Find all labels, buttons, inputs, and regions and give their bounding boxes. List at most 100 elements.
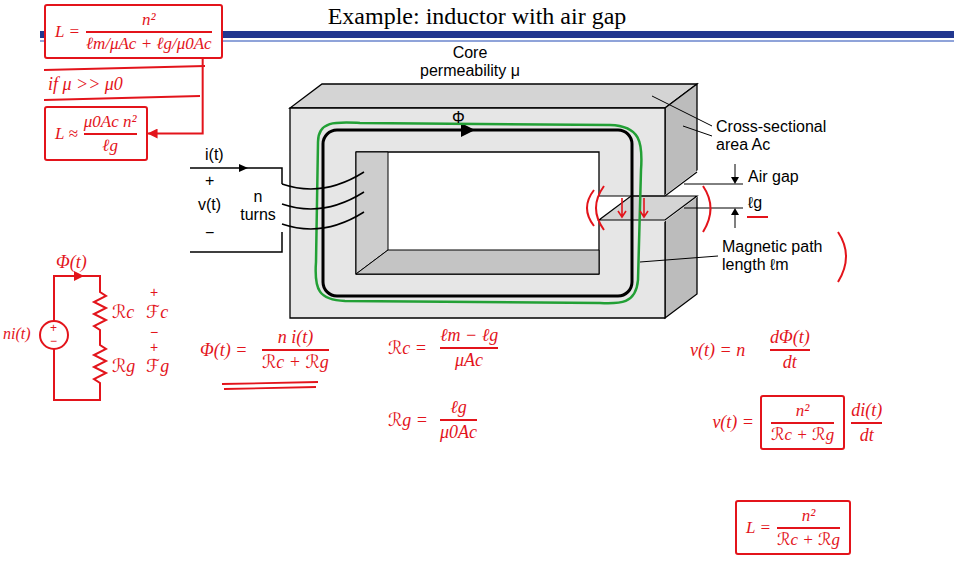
label-holder: ℛg = xyxy=(388,410,428,431)
formula-text: μ0Ac n² xyxy=(84,112,137,132)
fraction: di(t) dt xyxy=(851,400,882,445)
label-holder: n turns xyxy=(236,188,280,225)
handwritten-note: if μ >> μ0 xyxy=(48,74,123,95)
label-holder: + xyxy=(205,172,214,190)
air-gap-edge xyxy=(665,172,697,196)
label-holder: Cross-sectional area Ac xyxy=(716,118,834,155)
fraction: n² ℓm/μAc + ℓg/μ0Ac xyxy=(86,10,212,53)
bracket-mark xyxy=(838,232,846,282)
handwritten-note: ℓg xyxy=(450,397,467,418)
fraction-bar xyxy=(84,133,137,135)
dimension-arrowhead xyxy=(731,208,739,215)
label-holder: + xyxy=(150,285,158,299)
flux-sketch xyxy=(316,122,642,303)
label-holder: ni(t) xyxy=(3,325,31,343)
core-inner-face xyxy=(356,152,388,274)
fraction-bar xyxy=(86,31,212,33)
handwritten-note: ℱg xyxy=(146,356,169,377)
winding-turn xyxy=(282,192,364,209)
formula-text: ℓm/μAc + ℓg/μ0Ac xyxy=(86,34,212,54)
flux-arrowhead xyxy=(74,271,84,281)
formula-text: n² xyxy=(802,506,816,526)
label-holder: i(t) xyxy=(205,146,224,164)
core-top-face xyxy=(290,84,697,108)
fraction: dΦ(t)dt xyxy=(770,327,810,372)
handwritten-note: n i(t) xyxy=(278,327,314,348)
fringing-sketch xyxy=(596,186,604,230)
label-holder: ℱg xyxy=(146,356,169,377)
handwritten-note: ℛg xyxy=(112,356,135,377)
fraction: ℓm − ℓgμAc xyxy=(440,325,498,370)
label-holder: ℛc xyxy=(112,302,134,323)
fringing-sketch xyxy=(703,186,711,232)
figure-label: v(t) xyxy=(198,196,221,214)
fraction: n²ℛc + ℛg xyxy=(771,401,834,444)
handwritten-note: Φ(t) xyxy=(56,252,87,273)
handwritten-note: ℱc xyxy=(146,302,168,323)
formula-text: ℛc + ℛg xyxy=(777,530,840,550)
fraction: ℓg μ0Ac xyxy=(440,397,477,442)
formula-text: L = xyxy=(55,22,80,42)
handwritten-note: ℛg = xyxy=(388,410,428,431)
underline-mark xyxy=(222,382,318,389)
formula-box: n²ℛc + ℛg xyxy=(760,395,845,450)
label-holder: − xyxy=(205,224,214,242)
flux-path xyxy=(323,130,632,296)
handwritten-note: dΦ(t) xyxy=(770,327,810,348)
core-front-face xyxy=(290,108,665,318)
fraction-bar xyxy=(851,422,882,424)
figure-label: Magnetic path length ℓm xyxy=(722,238,834,275)
handwritten-note: ℛc xyxy=(112,302,134,323)
leader-line xyxy=(683,126,712,136)
underline-mark xyxy=(44,66,205,70)
handwritten-note: ni(t) xyxy=(3,325,31,343)
polarity-sign: − xyxy=(50,335,57,347)
figure-label: Cross-sectional area Ac xyxy=(716,118,834,155)
winding-turn xyxy=(282,212,364,229)
handwritten-note: μ0Ac xyxy=(440,422,477,443)
polarity-sign: + xyxy=(150,340,158,354)
fraction-bar xyxy=(770,349,810,351)
winding-lead xyxy=(190,168,282,184)
winding-turn xyxy=(282,172,364,189)
label-holder: if μ >> μ0 xyxy=(48,74,123,95)
label-holder: ℓg xyxy=(748,194,762,212)
label-holder: − xyxy=(50,335,57,347)
figure-label: ℓg xyxy=(748,194,762,212)
handwritten-note: Φ(t) = xyxy=(200,340,247,361)
handwritten-note: ℛc = xyxy=(388,338,427,359)
figure-label: − xyxy=(205,224,214,242)
figure-label: Φ xyxy=(452,110,465,126)
leader-line xyxy=(640,256,718,262)
label-holder: + xyxy=(50,322,57,334)
fringing-sketch xyxy=(587,190,594,226)
label-holder: v(t) = xyxy=(712,412,754,433)
underline-mark xyxy=(44,96,200,100)
dimension-arrow xyxy=(735,214,736,228)
fraction-bar xyxy=(771,422,834,424)
label-holder: Core permeability μ xyxy=(410,44,530,81)
fraction: n i(t) ℛc + ℛg xyxy=(262,327,329,372)
label-holder: ℛc = xyxy=(388,338,427,359)
formula-text: n² xyxy=(142,10,156,30)
mmf-source xyxy=(40,321,68,349)
winding-lead xyxy=(190,232,282,252)
label-holder: ℱc xyxy=(146,302,168,323)
air-gap-front xyxy=(598,196,666,220)
air-gap-edge xyxy=(599,195,665,196)
handwritten-note: dt xyxy=(860,425,874,446)
label-holder: v(t) = n xyxy=(690,340,745,361)
fraction: n² ℛc + ℛg xyxy=(777,506,840,549)
magnetic-circuit-wire xyxy=(54,276,106,400)
fraction-bar xyxy=(777,527,840,529)
label-holder: − xyxy=(150,325,158,339)
dimension-arrow xyxy=(735,164,736,178)
air-gap-side xyxy=(665,172,697,220)
fraction-bar xyxy=(440,347,498,349)
core-side-face xyxy=(665,84,697,318)
handwritten-note: ℛc + ℛg xyxy=(262,352,329,373)
handwritten-note: di(t) xyxy=(851,400,882,421)
handwritten-note: v(t) = xyxy=(712,412,754,433)
